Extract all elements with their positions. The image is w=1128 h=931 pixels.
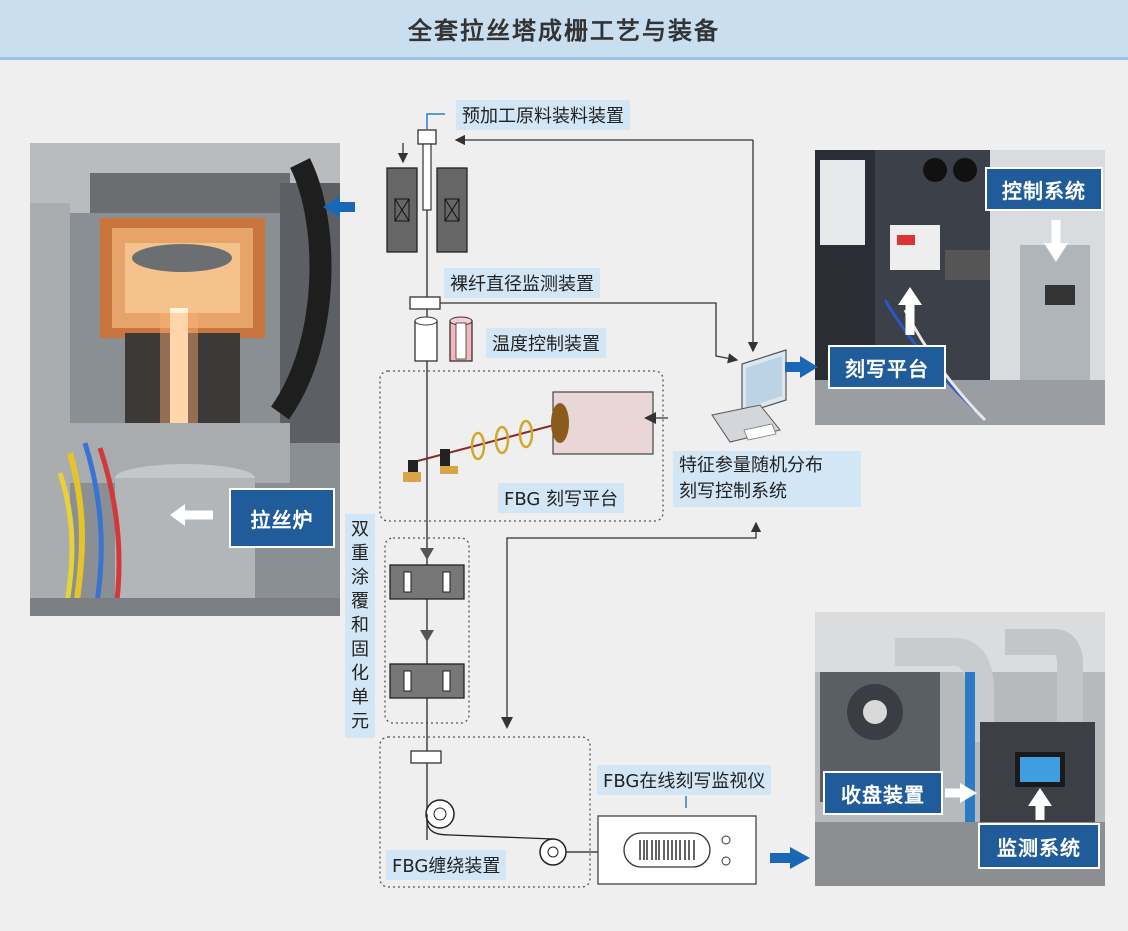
drawing-furnace-badge: 拉丝炉 — [229, 488, 335, 548]
page-title: 全套拉丝塔成栅工艺与装备 — [408, 17, 720, 45]
dual-coating-label: 双重涂覆和固化单元 — [345, 514, 375, 738]
preform-loading-label: 预加工原料装料装置 — [456, 100, 630, 130]
take-up-badge: 收盘装置 — [823, 771, 943, 815]
writing-platform-badge: 刻写平台 — [828, 345, 946, 389]
temp-control-label: 温度控制装置 — [486, 328, 606, 358]
fbg-online-monitor-label: FBG在线刻写监视仪 — [597, 765, 772, 795]
fbg-winding-label: FBG缠绕装置 — [386, 850, 507, 880]
diameter-monitor-label: 裸纤直径监测装置 — [444, 268, 600, 298]
control-system-badge: 控制系统 — [985, 167, 1103, 211]
random-distribution-line1: 特征参量随机分布 — [679, 455, 823, 476]
random-distribution-line2: 刻写控制系统 — [679, 481, 787, 502]
monitoring-system-badge: 监测系统 — [978, 823, 1100, 869]
header: 全套拉丝塔成栅工艺与装备 — [0, 0, 1128, 60]
fbg-writing-platform-label: FBG 刻写平台 — [498, 483, 625, 513]
random-distribution-label: 特征参量随机分布 刻写控制系统 — [673, 451, 861, 507]
drawing-furnace-photo — [30, 143, 340, 616]
